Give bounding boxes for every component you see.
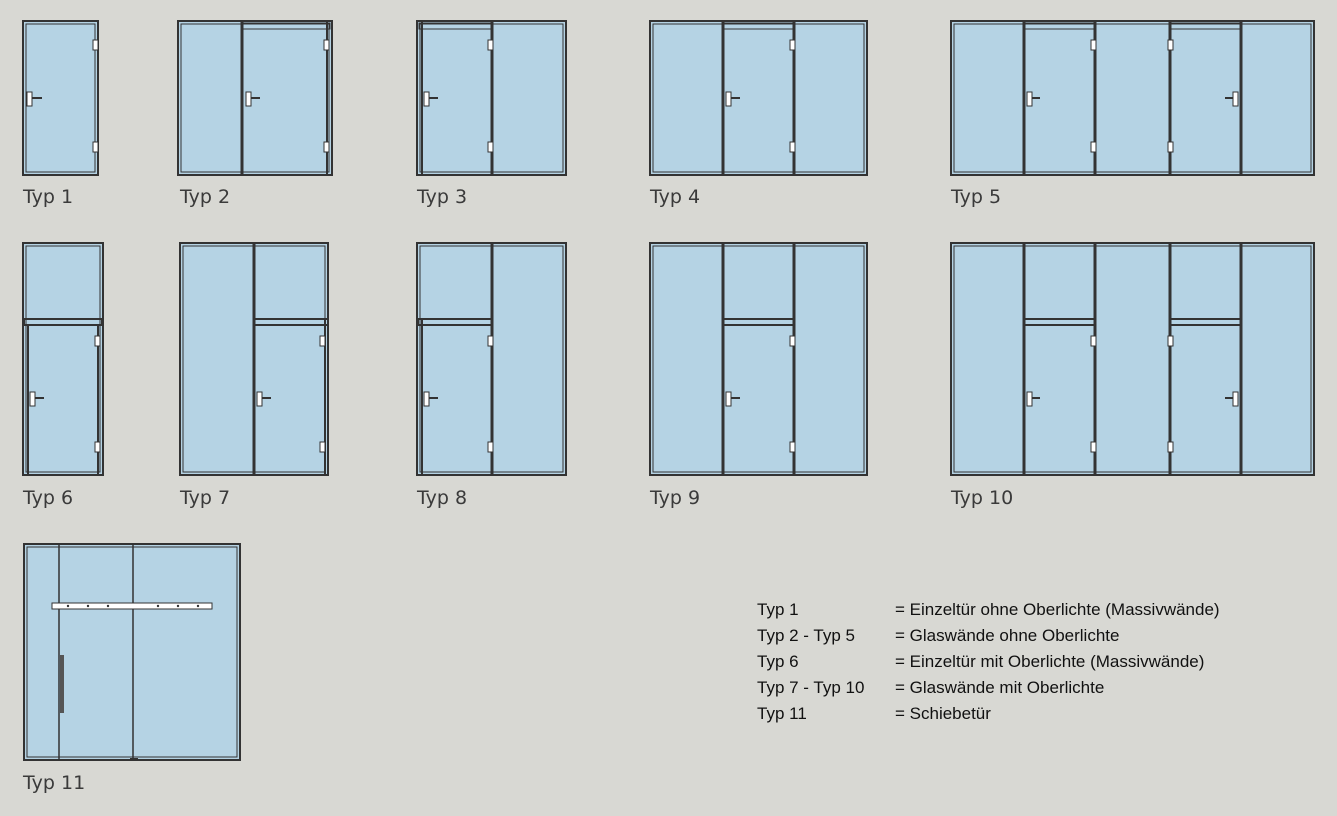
legend-key: Typ 11 (757, 704, 807, 723)
legend-value: = Schiebetür (895, 704, 991, 723)
type-label: Typ 8 (417, 487, 468, 509)
legend-value: = Einzeltür ohne Oberlichte (Massivwände… (895, 600, 1220, 619)
type-label: Typ 2 (180, 186, 231, 208)
type-label: Typ 3 (417, 186, 468, 208)
legend-value: = Einzeltür mit Oberlichte (Massivwände) (895, 652, 1205, 671)
type-label: Typ 4 (650, 186, 701, 208)
legend-key: Typ 2 - Typ 5 (757, 626, 855, 645)
legend-key: Typ 6 (757, 652, 799, 671)
type-label: Typ 10 (951, 487, 1014, 509)
type-label: Typ 6 (23, 487, 74, 509)
legend-value: = Glaswände mit Oberlichte (895, 678, 1105, 697)
legend-value: = Glaswände ohne Oberlichte (895, 626, 1120, 645)
legend-key: Typ 7 - Typ 10 (757, 678, 865, 697)
legend-key: Typ 1 (757, 600, 799, 619)
type-label: Typ 1 (23, 186, 74, 208)
type-label: Typ 9 (650, 487, 701, 509)
type-label: Typ 7 (180, 487, 231, 509)
type-label: Typ 5 (951, 186, 1002, 208)
type-label: Typ 11 (23, 772, 86, 794)
